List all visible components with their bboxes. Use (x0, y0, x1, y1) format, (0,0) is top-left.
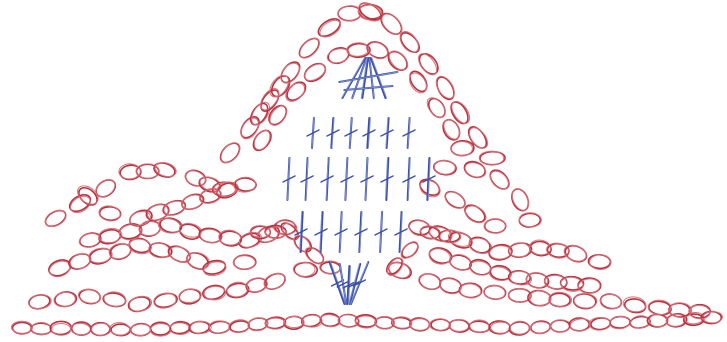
double-crochet-stitch-24 (355, 212, 367, 252)
chain-stitch-58-1 (600, 293, 622, 309)
chain-stitch-22-1 (429, 319, 449, 331)
double-crochet-stitch-25 (375, 212, 387, 252)
double-crochet-stitch-16 (341, 158, 353, 200)
chain-stitch-1-1 (32, 322, 51, 335)
chain-stitch-125-1 (519, 212, 542, 227)
double-crochet-stitch-5 (339, 72, 398, 82)
chain-stitch-10-1 (209, 321, 230, 334)
double-crochet-stitch-17 (361, 158, 373, 200)
chain-stitch-147-1 (479, 151, 504, 165)
double-crochet-stitch-13 (283, 158, 295, 200)
chain-stitch-93-1 (589, 255, 611, 270)
chain-stitch-156-1 (406, 70, 430, 96)
double-crochet-stitch-6 (344, 86, 392, 90)
chain-stitch-26-1 (510, 321, 530, 334)
chain-stitch-144-1 (433, 73, 458, 101)
double-crochet-stitch-12 (403, 118, 415, 148)
chain-stitch-121-0 (433, 159, 457, 176)
double-crochet-stitch-22 (315, 212, 327, 252)
chain-stitch-43-1 (178, 288, 202, 304)
chain-stitch-15-1 (302, 315, 322, 327)
chain-stitch-102-1 (578, 278, 600, 293)
double-crochet-stitch-23 (335, 212, 347, 252)
chain-stitch-33-1 (649, 314, 668, 327)
tall-stitch-columns (283, 58, 435, 304)
chain-stitch-17-1 (338, 314, 360, 328)
chain-stitch-21-1 (410, 318, 430, 330)
chain-stitch-129-1 (484, 219, 506, 234)
double-crochet-stitch-18 (381, 158, 393, 200)
chain-stitch-123-1 (487, 168, 512, 193)
chain-stitch-103-1 (43, 207, 69, 230)
double-crochet-stitch-14 (301, 158, 313, 200)
chain-stitch-58-0 (599, 292, 622, 310)
chain-stitch-53-1 (483, 284, 506, 300)
double-crochet-stitch-9 (345, 118, 357, 148)
chain-stitch-127-1 (442, 189, 467, 212)
double-crochet-stitch-15 (321, 158, 333, 200)
chain-stitch-48-1 (293, 262, 315, 277)
chain-stitch-72-1 (233, 256, 255, 270)
double-crochet-stitch-10 (363, 118, 375, 148)
chain-stitch-159-1 (451, 141, 472, 156)
chain-stitch-23-1 (450, 319, 470, 331)
chain-stitch-37-1 (28, 293, 52, 310)
double-crochet-stitch-8 (327, 118, 339, 148)
double-crochet-stitch-11 (381, 118, 393, 148)
double-crochet-stitch-19 (403, 158, 415, 200)
chain-stitch-4-1 (92, 323, 111, 335)
chain-stitch-96-0 (468, 257, 492, 277)
chain-stitch-104-0 (67, 191, 93, 214)
chain-stitch-25-1 (491, 322, 511, 333)
double-crochet-stitch-7 (307, 118, 319, 148)
chain-stitch-56-0 (549, 293, 571, 307)
chain-stitch-30-1 (589, 317, 611, 330)
